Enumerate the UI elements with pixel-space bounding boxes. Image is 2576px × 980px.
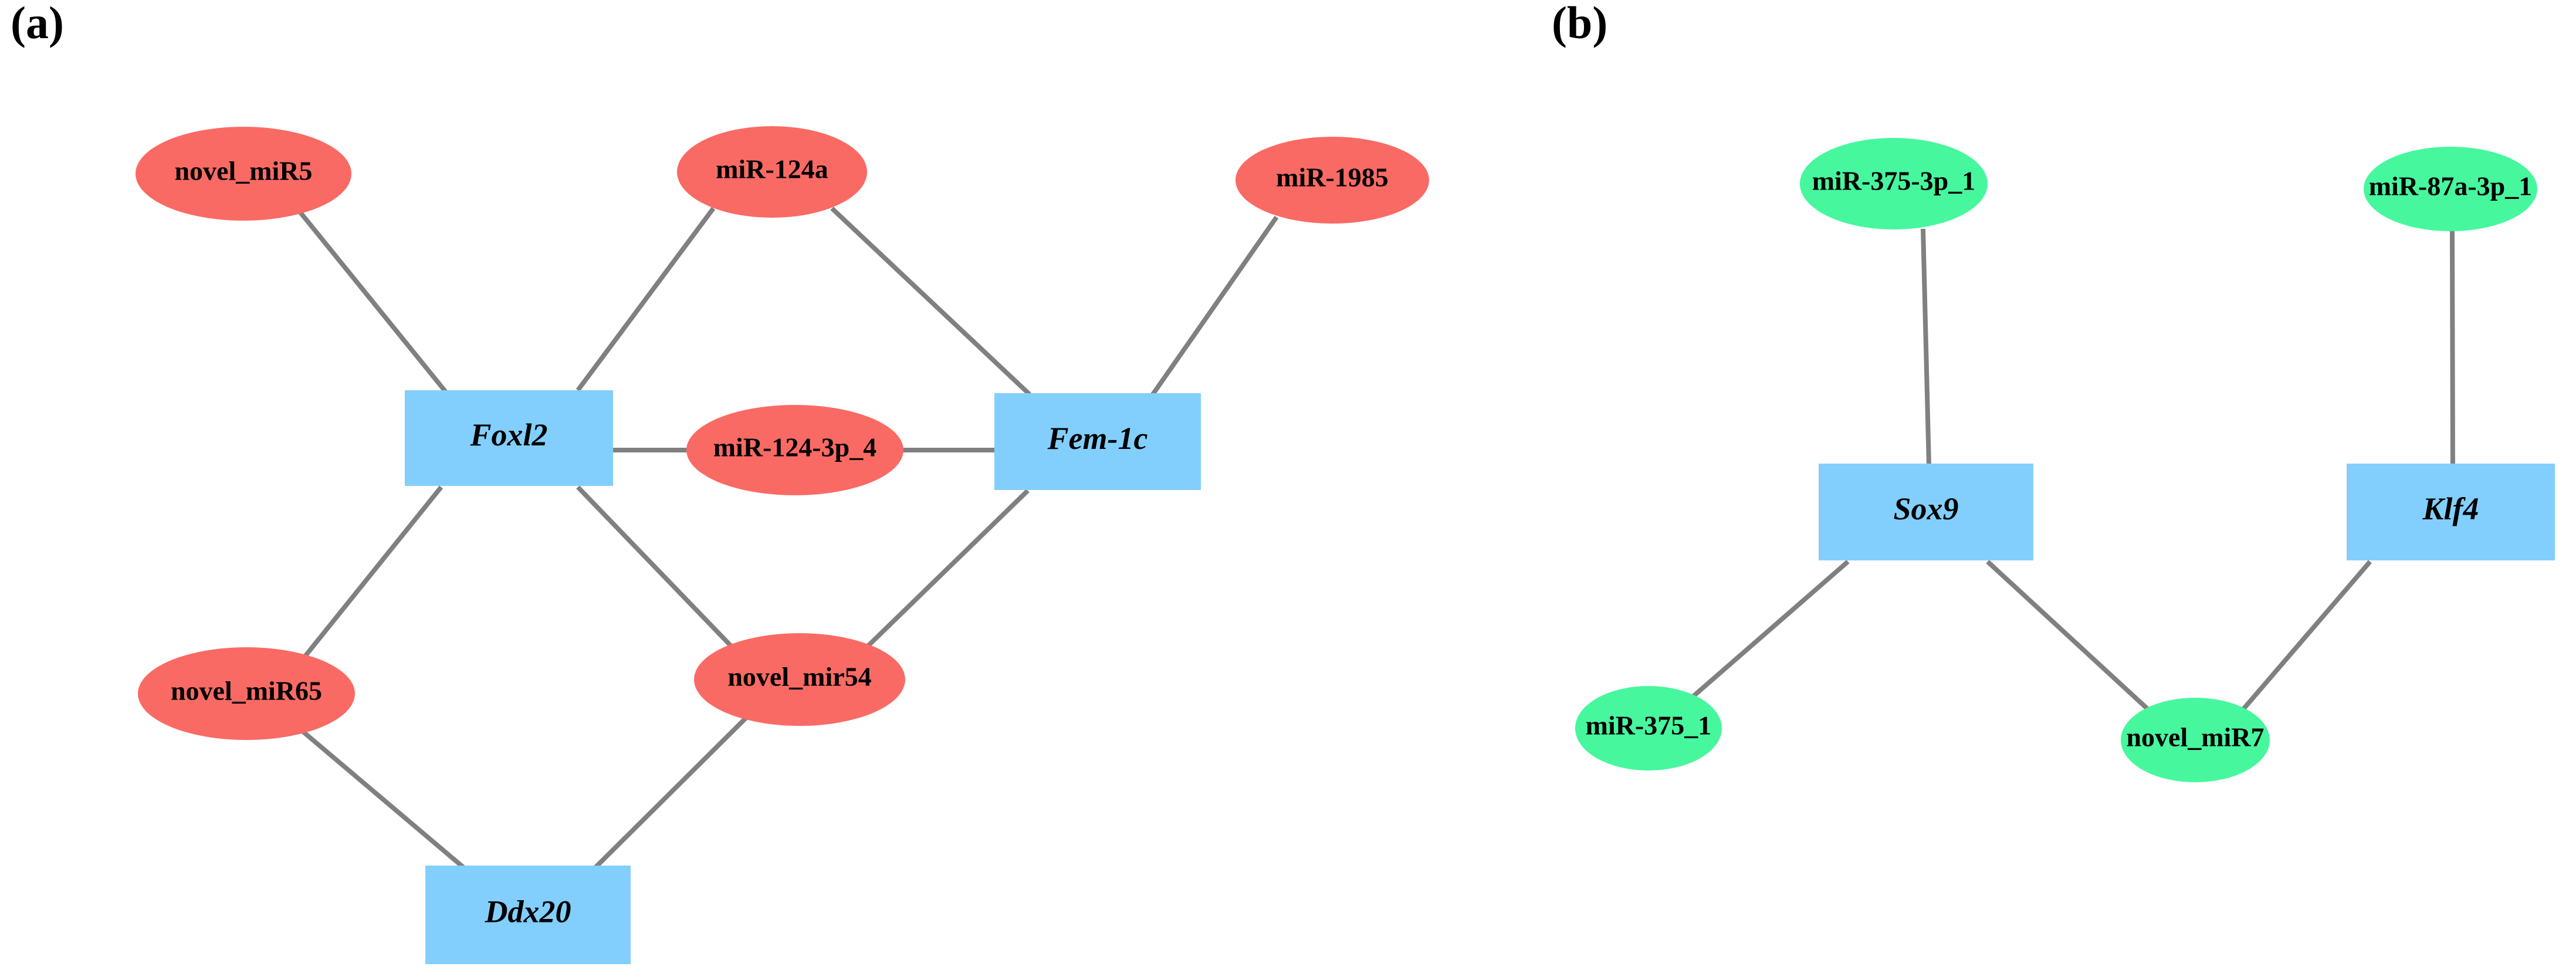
node-label-miR-1985: miR-1985	[1276, 163, 1389, 192]
node-Ddx20[interactable]: Ddx20	[425, 866, 631, 964]
edge-Sox9-novel_miR7[interactable]	[1986, 560, 2152, 713]
node-label-Foxl2: Foxl2	[469, 417, 547, 452]
node-label-Sox9: Sox9	[1893, 491, 1958, 526]
mirna-shape-novel_miR7	[2121, 698, 2270, 782]
node-miR-124-3p_4[interactable]: miR-124-3p_4	[686, 405, 903, 495]
edge-miR-124a-Foxl2[interactable]	[576, 207, 716, 392]
node-miR-375-3p_1[interactable]: miR-375-3p_1	[1800, 138, 1988, 229]
mirna-shape-miR-124-3p_4	[686, 405, 903, 495]
edge-miR-1985-Fem-1c[interactable]	[1150, 215, 1279, 396]
node-label-miR-124-3p_4: miR-124-3p_4	[713, 432, 877, 462]
node-miR-124a[interactable]: miR-124a	[677, 126, 867, 218]
node-label-miR-375_1: miR-375_1	[1586, 711, 1712, 741]
node-label-Klf4: Klf4	[2422, 491, 2479, 526]
edge-Sox9-miR-375_1[interactable]	[1688, 559, 1850, 702]
edge-Foxl2-novel_mir54[interactable]	[576, 485, 738, 653]
edge-miR-375-3p_1-Sox9[interactable]	[1921, 228, 1931, 465]
node-Klf4[interactable]: Klf4	[2347, 464, 2555, 560]
node-label-Fem-1c: Fem-1c	[1047, 421, 1148, 456]
node-Foxl2[interactable]: Foxl2	[405, 390, 613, 486]
edge-miR-87a-3p_1-Klf4[interactable]	[2450, 230, 2455, 465]
node-label-miR-87a-3p_1: miR-87a-3p_1	[2369, 171, 2533, 201]
node-miR-1985[interactable]: miR-1985	[1235, 137, 1429, 224]
node-label-novel_miR7: novel_miR7	[2126, 722, 2264, 752]
node-novel_mir54[interactable]: novel_mir54	[694, 633, 905, 726]
node-Sox9[interactable]: Sox9	[1819, 464, 2033, 560]
mirna-shape-miR-124a	[677, 126, 867, 218]
node-novel_miR7[interactable]: novel_miR7	[2121, 698, 2270, 782]
node-miR-87a-3p_1[interactable]: miR-87a-3p_1	[2364, 147, 2537, 231]
edges-layer	[298, 207, 2455, 870]
node-novel_miR65[interactable]: novel_miR65	[138, 647, 355, 740]
mirna-shape-novel_miR5	[136, 127, 351, 221]
gene-shape-Fem-1c	[994, 393, 1201, 490]
edge-novel_miR5-Foxl2[interactable]	[298, 211, 448, 394]
node-label-Ddx20: Ddx20	[485, 894, 571, 929]
edge-novel_mir54-Ddx20[interactable]	[594, 715, 749, 869]
panel-label-a: (a)	[11, 0, 64, 48]
mirna-shape-miR-375_1	[1575, 686, 1722, 771]
node-Fem-1c[interactable]: Fem-1c	[994, 393, 1201, 490]
mirna-shape-novel_miR65	[138, 647, 355, 740]
node-label-novel_mir54: novel_mir54	[727, 662, 871, 692]
node-label-miR-375-3p_1: miR-375-3p_1	[1812, 166, 1976, 196]
node-label-miR-124a: miR-124a	[716, 154, 828, 184]
mirna-shape-miR-87a-3p_1	[2364, 147, 2537, 231]
gene-shape-Klf4	[2347, 464, 2555, 560]
mirna-shape-novel_mir54	[694, 633, 905, 726]
gene-shape-Sox9	[1819, 464, 2033, 560]
panel-labels-layer: (a) (b)	[11, 0, 1607, 48]
edge-novel_miR65-Ddx20[interactable]	[299, 727, 465, 870]
node-label-novel_miR65: novel_miR65	[171, 676, 322, 706]
node-miR-375_1[interactable]: miR-375_1	[1575, 686, 1722, 771]
panel-label-b: (b)	[1552, 0, 1607, 48]
gene-shape-Foxl2	[405, 390, 613, 486]
node-label-novel_miR5: novel_miR5	[174, 156, 312, 186]
edge-Foxl2-novel_miR65[interactable]	[301, 485, 444, 660]
edge-miR-124a-Fem-1c[interactable]	[830, 207, 1031, 396]
edge-Fem-1c-novel_mir54[interactable]	[861, 489, 1030, 653]
nodes-layer: novel_miR5 miR-124a miR-1985 miR-124-3p_4no…	[136, 126, 2555, 964]
node-novel_miR5[interactable]: novel_miR5	[136, 127, 351, 221]
edge-Klf4-novel_miR7[interactable]	[2239, 560, 2372, 714]
mirna-shape-miR-375-3p_1	[1800, 138, 1988, 229]
mirna-shape-miR-1985	[1235, 137, 1429, 224]
gene-shape-Ddx20	[425, 866, 631, 964]
